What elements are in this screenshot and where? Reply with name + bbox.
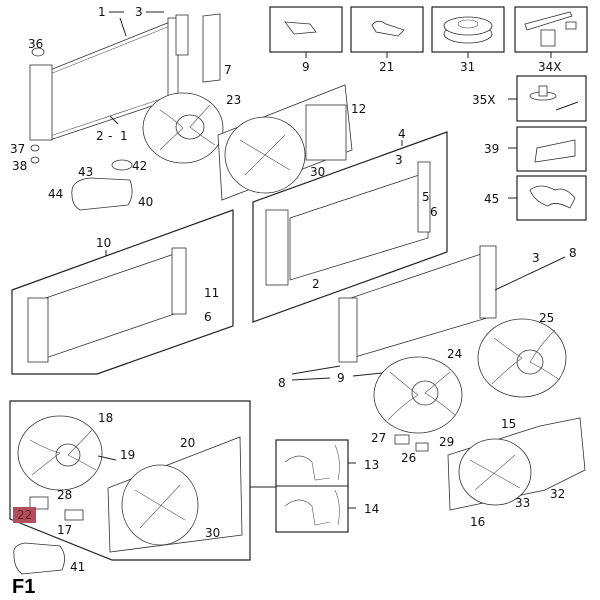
part-box-13-14 bbox=[275, 439, 356, 533]
expansion-tank-40 bbox=[71, 159, 133, 211]
radiator-group-10 bbox=[11, 209, 234, 375]
washer-part bbox=[30, 156, 40, 164]
callout-3c[interactable]: 3 bbox=[532, 251, 540, 265]
callout-30b[interactable]: 30 bbox=[205, 526, 221, 540]
callout-35x[interactable]: 35X bbox=[472, 93, 496, 107]
callout-44[interactable]: 44 bbox=[48, 187, 64, 201]
callout-27[interactable]: 27 bbox=[371, 431, 387, 445]
callout-33[interactable]: 33 bbox=[515, 496, 531, 510]
radiator-assembly-1 bbox=[29, 14, 189, 141]
resistor-part bbox=[394, 434, 410, 445]
callout-40[interactable]: 40 bbox=[138, 195, 154, 209]
callout-6b[interactable]: 6 bbox=[204, 310, 212, 324]
callout-23[interactable]: 23 bbox=[226, 93, 242, 107]
callout-25[interactable]: 25 bbox=[539, 311, 555, 325]
callout-43[interactable]: 43 bbox=[78, 165, 94, 179]
part-box-31 bbox=[431, 6, 505, 58]
callout-dash: - bbox=[108, 129, 113, 143]
figure-label: F1 bbox=[12, 576, 36, 598]
callout-30[interactable]: 30 bbox=[310, 165, 326, 179]
callout-2b[interactable]: 2 bbox=[312, 277, 320, 291]
radiator-8 bbox=[291, 245, 566, 381]
callout-45[interactable]: 45 bbox=[484, 192, 500, 206]
callout-10[interactable]: 10 bbox=[96, 236, 112, 250]
callout-12[interactable]: 12 bbox=[351, 102, 367, 116]
expansion-tank-41 bbox=[13, 542, 65, 575]
callout-13[interactable]: 13 bbox=[364, 458, 380, 472]
callout-34x[interactable]: 34X bbox=[538, 60, 562, 74]
callout-28[interactable]: 28 bbox=[57, 488, 73, 502]
callout-18[interactable]: 18 bbox=[98, 411, 114, 425]
callout-6[interactable]: 6 bbox=[430, 205, 438, 219]
fan-24 bbox=[373, 356, 463, 434]
callout-21[interactable]: 21 bbox=[379, 60, 395, 74]
callout-15[interactable]: 15 bbox=[501, 417, 517, 431]
callout-9b[interactable]: 9 bbox=[337, 371, 345, 385]
part-box-34x bbox=[514, 6, 588, 58]
part-box-45 bbox=[508, 175, 587, 221]
deflector-plate bbox=[202, 13, 221, 83]
resistor-part bbox=[415, 442, 429, 452]
radiator-group-4 bbox=[252, 131, 448, 323]
callout-29[interactable]: 29 bbox=[439, 435, 455, 449]
part-box-39 bbox=[508, 126, 587, 172]
callout-42[interactable]: 42 bbox=[132, 159, 148, 173]
fan-25 bbox=[477, 318, 567, 398]
fan-shroud-15 bbox=[447, 417, 586, 511]
callout-3b[interactable]: 3 bbox=[395, 153, 403, 167]
callout-11[interactable]: 11 bbox=[204, 286, 220, 300]
part-box-35x bbox=[508, 75, 587, 122]
callout-39[interactable]: 39 bbox=[484, 142, 500, 156]
fan-shroud-12 bbox=[217, 84, 353, 201]
fan-shroud-group bbox=[9, 400, 278, 561]
callout-38[interactable]: 38 bbox=[12, 159, 28, 173]
callout-37[interactable]: 37 bbox=[10, 142, 26, 156]
callout-14[interactable]: 14 bbox=[364, 502, 380, 516]
callout-22-highlighted[interactable]: 22 bbox=[13, 507, 37, 523]
washer-part bbox=[30, 144, 40, 152]
callout-19[interactable]: 19 bbox=[120, 448, 136, 462]
callout-8b[interactable]: 8 bbox=[278, 376, 286, 390]
fan-23 bbox=[142, 92, 224, 164]
callout-36[interactable]: 36 bbox=[28, 37, 44, 51]
callout-20[interactable]: 20 bbox=[180, 436, 196, 450]
callout-1[interactable]: 1 bbox=[98, 5, 106, 19]
callout-17[interactable]: 17 bbox=[57, 523, 73, 537]
callout-5[interactable]: 5 bbox=[422, 190, 430, 204]
cap-part bbox=[31, 47, 45, 57]
callout-26[interactable]: 26 bbox=[401, 451, 417, 465]
callout-41[interactable]: 41 bbox=[70, 560, 86, 574]
callout-9[interactable]: 9 bbox=[302, 60, 310, 74]
callout-1b[interactable]: 1 bbox=[120, 129, 128, 143]
callout-16[interactable]: 16 bbox=[470, 515, 486, 529]
part-box-21 bbox=[350, 6, 424, 58]
callout-7[interactable]: 7 bbox=[224, 63, 232, 77]
callout-31[interactable]: 31 bbox=[460, 60, 476, 74]
callout-32[interactable]: 32 bbox=[550, 487, 566, 501]
callout-24[interactable]: 24 bbox=[447, 347, 463, 361]
callout-4[interactable]: 4 bbox=[398, 127, 406, 141]
callout-2[interactable]: 2 bbox=[96, 129, 104, 143]
callout-3[interactable]: 3 bbox=[135, 5, 143, 19]
callout-8[interactable]: 8 bbox=[569, 246, 577, 260]
part-box-9 bbox=[269, 6, 343, 58]
